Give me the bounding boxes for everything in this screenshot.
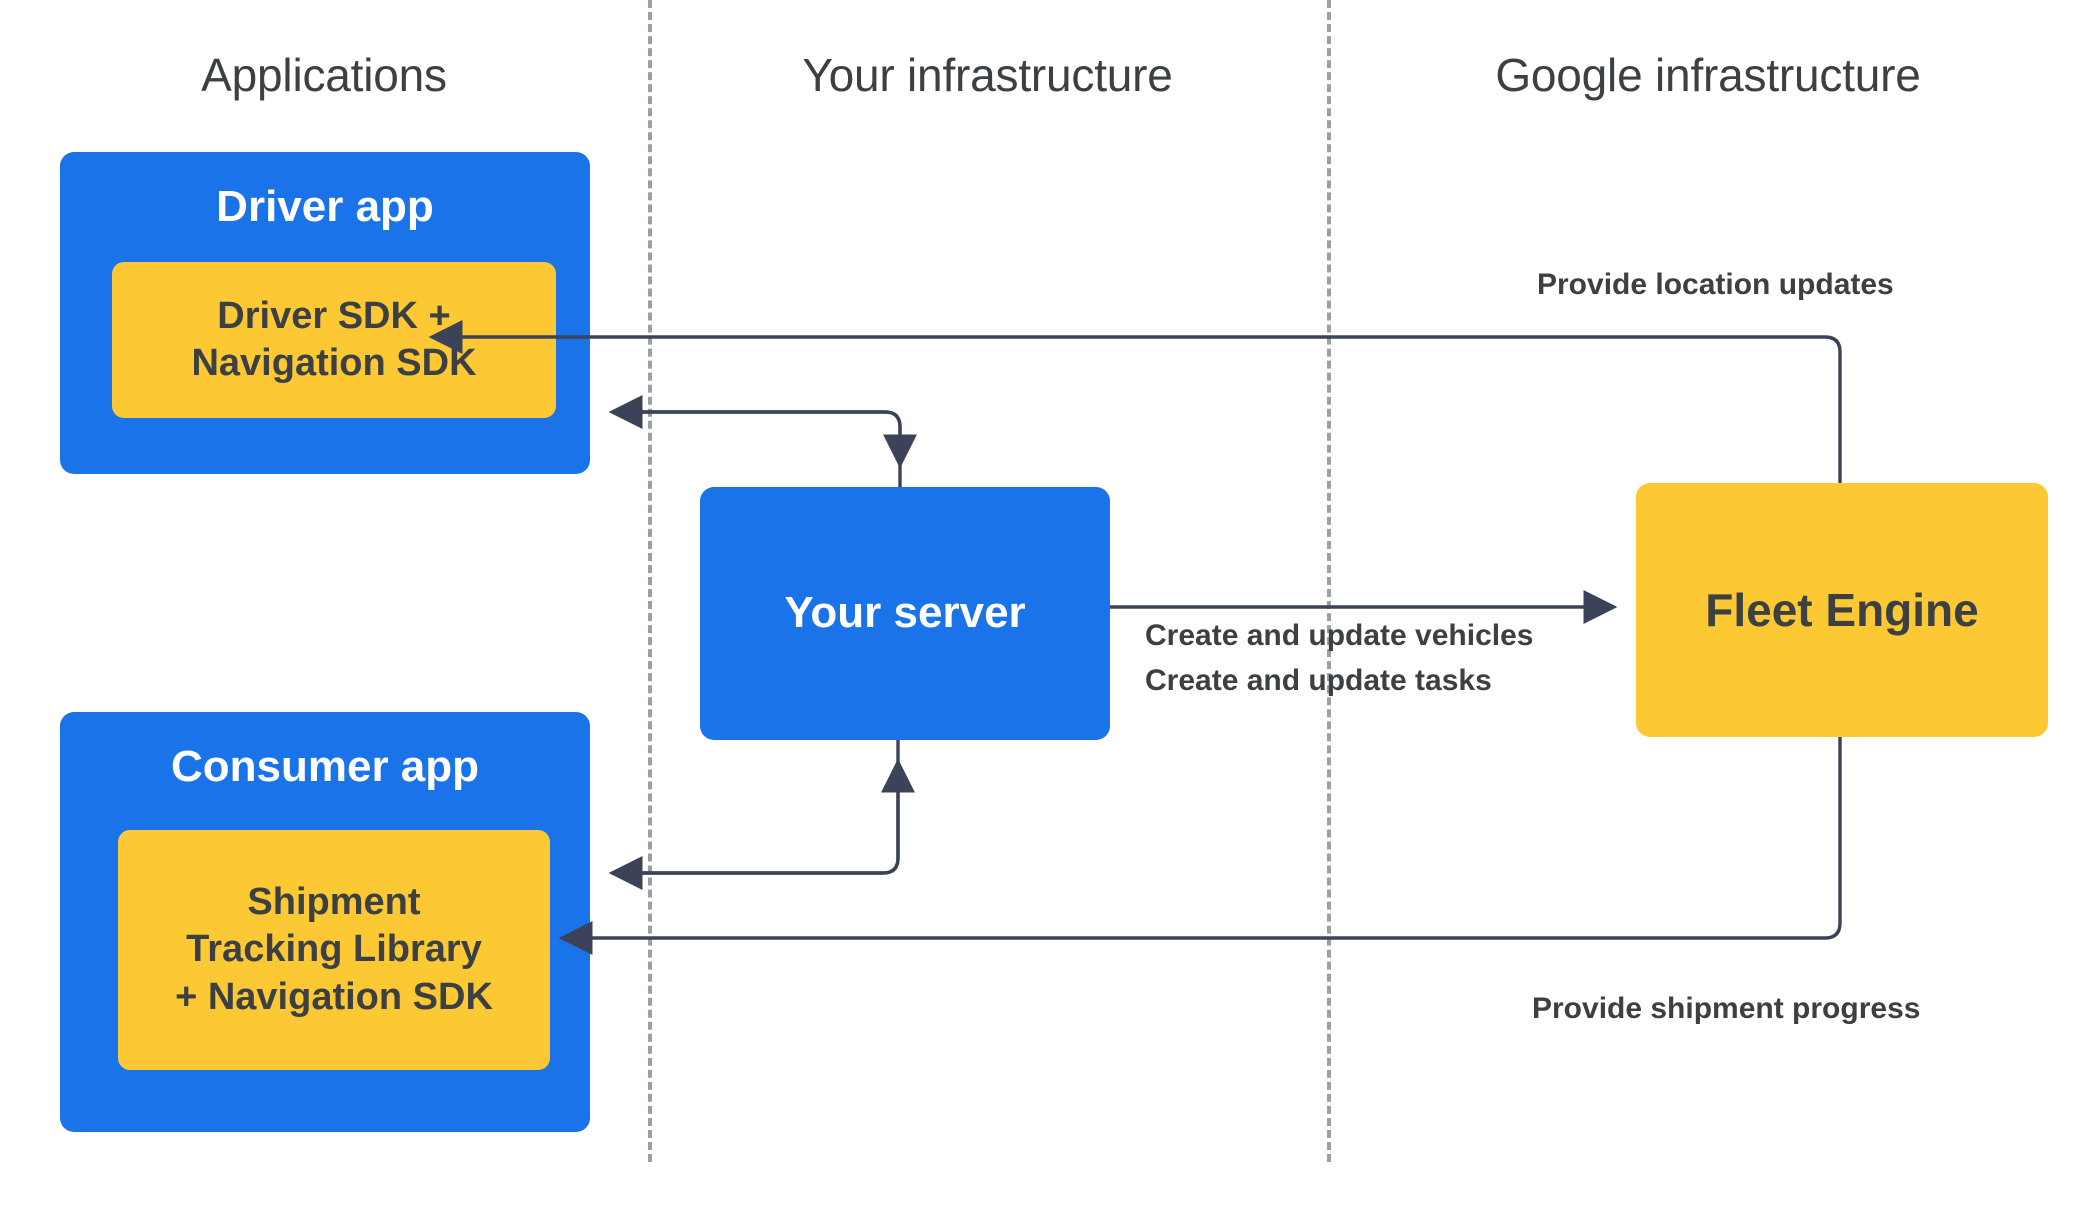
column-header-google-infrastructure: Google infrastructure (1495, 49, 1921, 101)
edge-label-create-and-update-tasks: Create and update tasks (1145, 664, 1492, 697)
edge-label-create-and-update-vehicles: Create and update vehicles (1145, 619, 1534, 652)
edge-fleet-to-shipment-tracking (558, 737, 1842, 955)
node-driver-sdk-label: Driver SDK + Navigation SDK (183, 293, 484, 387)
edge-label-provide-location-updates: Provide location updates (1537, 268, 1894, 301)
node-fleet-engine-label: Fleet Engine (1705, 583, 1979, 636)
node-consumer-app-label: Consumer app (170, 742, 480, 791)
node-driver-sdk-line2: Navigation SDK (191, 342, 477, 384)
column-header-applications: Applications (201, 49, 447, 101)
edge-fleet-to-driver-sdk (428, 320, 1842, 483)
lane-divider-right (1327, 0, 1331, 1162)
node-driver-sdk[interactable]: Driver SDK + Navigation SDK (112, 262, 556, 418)
node-driver-app-label: Driver app (216, 182, 434, 231)
node-driver-sdk-line1: Driver SDK + (217, 294, 451, 337)
node-shipment-tracking-line2: Tracking Library (186, 928, 482, 971)
edge-consumer-app-to-server (612, 758, 915, 875)
node-fleet-engine[interactable]: Fleet Engine (1636, 483, 2048, 737)
edge-server-to-consumer-app (608, 740, 900, 890)
lane-divider-left (648, 0, 652, 1162)
edge-server-to-driver-app (608, 395, 902, 487)
node-shipment-tracking-line1: Shipment (247, 881, 421, 924)
column-header-your-infrastructure: Your infrastructure (802, 49, 1173, 101)
node-shipment-tracking-library-label: Shipment Tracking Library + Navigation S… (167, 879, 501, 1020)
edge-label-provide-shipment-progress: Provide shipment progress (1532, 992, 1921, 1025)
node-your-server-label: Your server (784, 588, 1026, 638)
edge-driver-app-to-server (612, 410, 917, 469)
node-shipment-tracking-library[interactable]: Shipment Tracking Library + Navigation S… (118, 830, 550, 1070)
node-your-server[interactable]: Your server (700, 487, 1110, 740)
node-shipment-tracking-line3: + Navigation SDK (175, 975, 493, 1018)
